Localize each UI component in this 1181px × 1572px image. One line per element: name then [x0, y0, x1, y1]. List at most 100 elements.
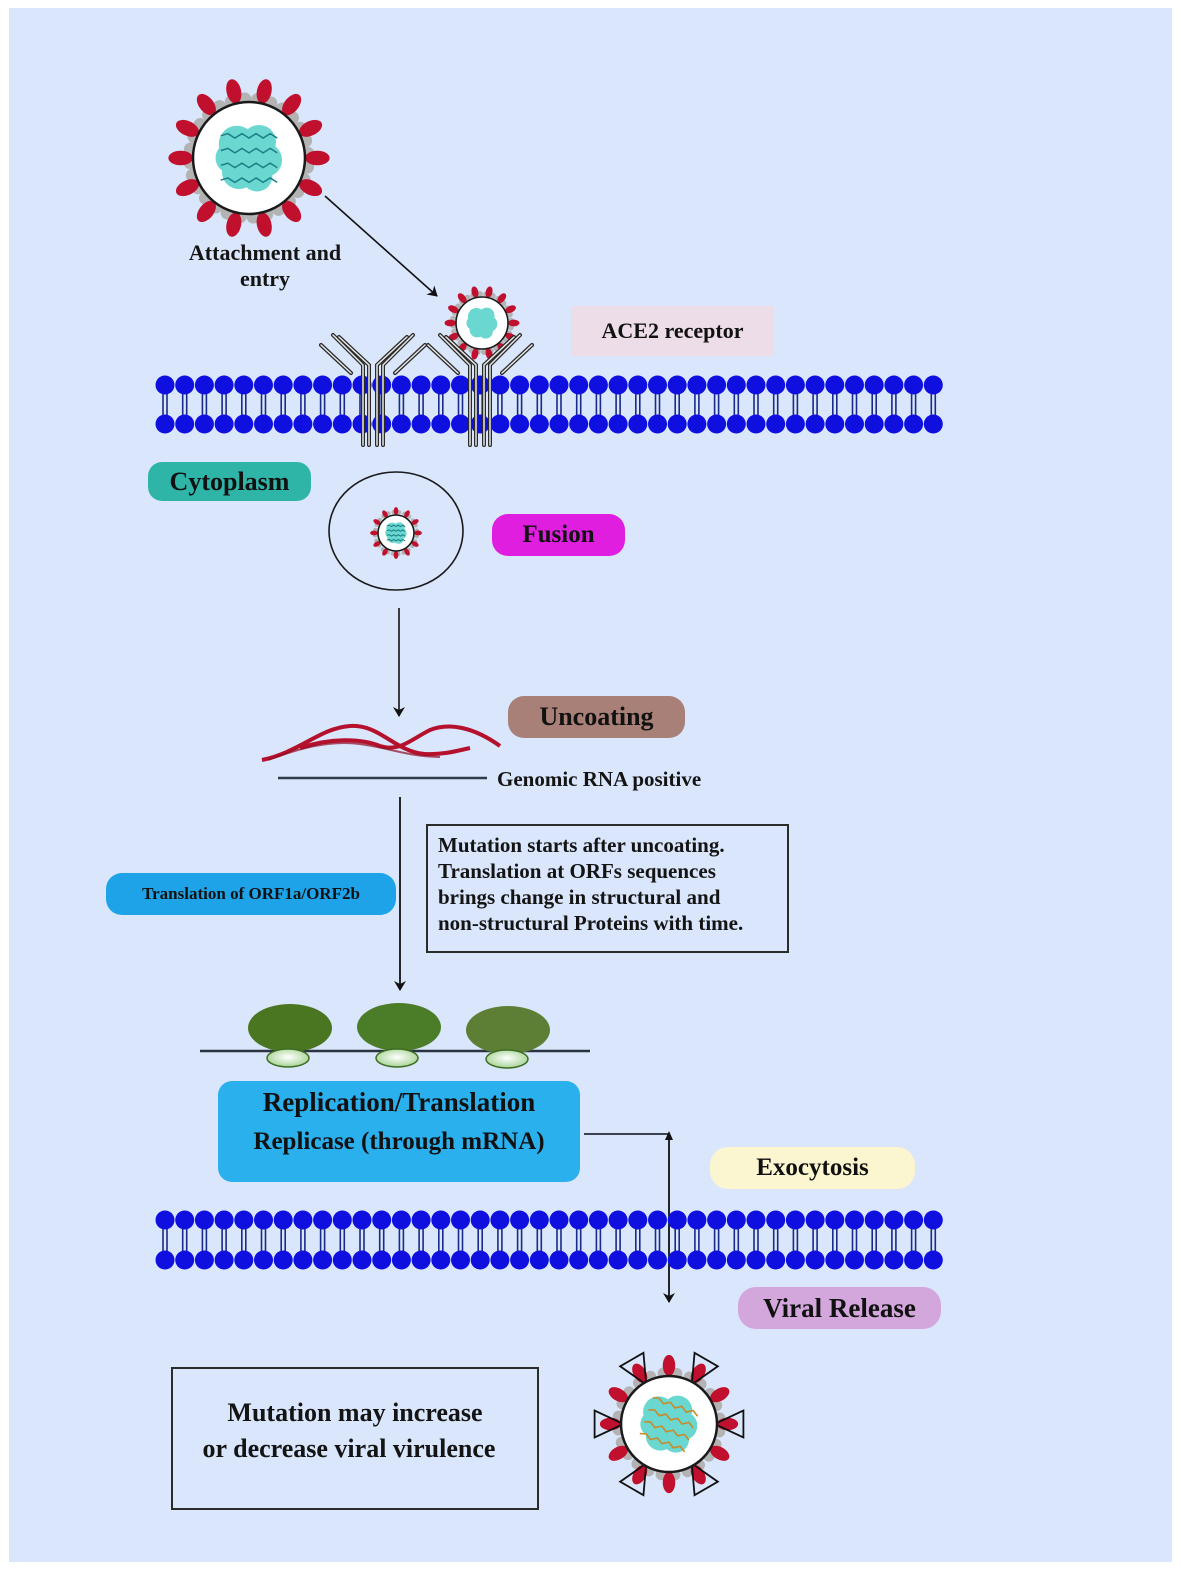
exocytosis-badge: Exocytosis [710, 1147, 915, 1189]
fusion-badge: Fusion [492, 514, 625, 556]
lipid-head [785, 414, 805, 434]
spike-head [168, 150, 193, 166]
mutated-spike [690, 1461, 720, 1497]
lipid-head [411, 1210, 431, 1230]
cell-membrane-icon [155, 375, 943, 434]
spike-protein [485, 286, 493, 298]
lipid-head [293, 1210, 313, 1230]
lipid-head [214, 1250, 234, 1270]
lipid-head [313, 1210, 333, 1230]
mutation-note-line: Translation at ORFs sequences [438, 859, 716, 883]
spike-protein [404, 510, 410, 518]
lipid-head [608, 1210, 628, 1230]
viral-rna-wave [386, 529, 406, 532]
lipid-head [904, 375, 924, 395]
lipid-head [490, 414, 510, 434]
lipid-head [726, 1250, 746, 1270]
lipid-head [648, 414, 667, 434]
exocytosis-text: Exocytosis [756, 1154, 869, 1181]
spike-head [411, 541, 419, 547]
lipid-head [726, 1210, 746, 1230]
mutated-spike [712, 1409, 745, 1439]
lipid-head [904, 414, 924, 434]
lipid-head [431, 414, 451, 434]
lipid-head [175, 414, 195, 434]
spike-protein [505, 305, 516, 314]
spike-protein [282, 93, 302, 116]
spike-protein [497, 293, 507, 304]
capsid-lobe [226, 135, 272, 181]
lipid-head [904, 1210, 924, 1230]
lipid-head [273, 414, 293, 434]
viral-release-badge: Viral Release [738, 1287, 941, 1329]
receptor-chain-highlight [501, 344, 533, 374]
spike-protein [444, 319, 456, 327]
lipid-head [687, 1250, 707, 1270]
lipid-head [470, 1210, 490, 1230]
mutated-spike-outline [618, 1461, 648, 1497]
replication-box: Replication/Translation Replicase (throu… [218, 1081, 580, 1182]
lipid-head [155, 1210, 175, 1230]
viral-release-text: Viral Release [763, 1292, 916, 1323]
lipid-head [569, 1210, 589, 1230]
spike-head [662, 1354, 676, 1376]
spike-protein [599, 1417, 621, 1431]
lipid-head [254, 1210, 273, 1230]
virus-icon [168, 79, 330, 237]
spike-protein [411, 541, 419, 547]
lipid-head [175, 375, 195, 395]
lipid-head [805, 1210, 825, 1230]
lipid-head [707, 414, 727, 434]
lipid-head [845, 1210, 864, 1230]
lipid-head [391, 414, 411, 434]
lipid-head [569, 414, 589, 434]
lipid-head [746, 414, 766, 434]
spike-head [373, 519, 381, 525]
spike-protein [448, 305, 459, 314]
spike-head [471, 348, 479, 360]
spike-head [411, 519, 419, 525]
spike-head [608, 1445, 628, 1461]
endosome-icon [328, 471, 464, 591]
viral-rna-wave [386, 538, 406, 542]
spike-protein [370, 530, 378, 536]
lipid-head [667, 414, 687, 434]
lipid-head [293, 414, 313, 434]
ribosome-large-2 [357, 1003, 441, 1051]
lipid-head [451, 1210, 470, 1230]
mutated-spike-outline [690, 1461, 720, 1497]
mutated-spike [690, 1351, 720, 1387]
virulence-note: Mutation may increase or decrease viral … [171, 1367, 539, 1510]
lipid-head [372, 1210, 392, 1230]
lipid-head [648, 375, 667, 395]
lipid-head [648, 1250, 667, 1270]
viral-rna-wave [220, 147, 278, 154]
lipid-head [845, 414, 864, 434]
attachment-label: Attachment and entry [170, 240, 360, 293]
lipid-head [313, 1250, 333, 1270]
lipid-head [864, 1250, 884, 1270]
spike-protein [393, 550, 399, 559]
uncoating-badge: Uncoating [508, 696, 685, 738]
spike-protein [608, 1387, 628, 1403]
spike-head [382, 548, 388, 556]
spike-protein [175, 179, 199, 197]
mutated-spike-outline [593, 1409, 626, 1439]
lipid-head [805, 1250, 825, 1270]
lipid-head [391, 1250, 411, 1270]
ribosome-large-3 [466, 1006, 550, 1054]
lipid-head [273, 375, 293, 395]
lipid-head [175, 1250, 195, 1270]
lipid-head [707, 1210, 727, 1230]
lipid-head [451, 1250, 470, 1270]
spike-head [414, 530, 422, 536]
lipid-head [352, 1210, 372, 1230]
lipid-head [470, 1250, 490, 1270]
lipid-head [864, 375, 884, 395]
lipid-head [332, 414, 352, 434]
spike-protein [411, 519, 419, 525]
spike-protein [196, 93, 216, 116]
spike-protein [662, 1354, 676, 1376]
spike-head [599, 1417, 621, 1431]
lipid-head [273, 1210, 293, 1230]
